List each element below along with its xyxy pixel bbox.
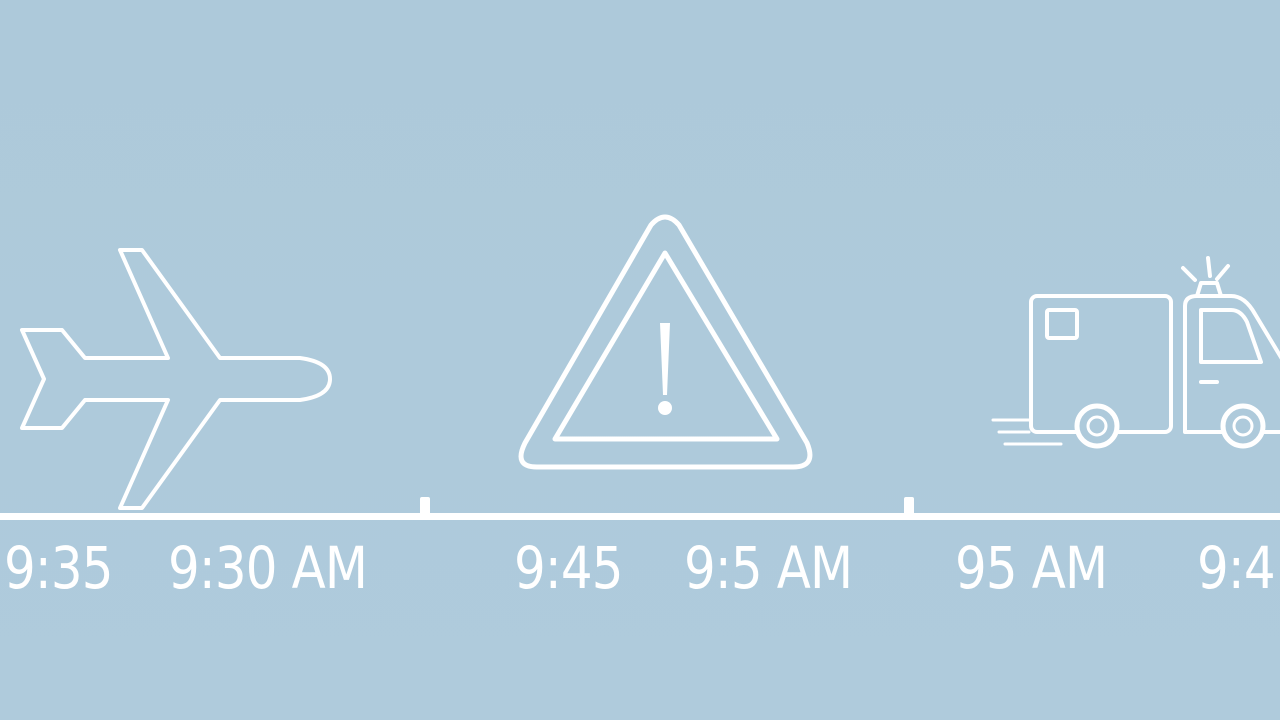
time-label: 9:45 (514, 534, 623, 602)
time-label: 9:35 (4, 534, 113, 602)
time-label: 95 AM (955, 534, 1108, 602)
timeline-tick (420, 497, 430, 517)
time-label: 9:5 AM (684, 534, 853, 602)
airplane-icon (20, 248, 332, 510)
time-label: 9:4 (1197, 534, 1276, 602)
time-label: 9:30 AM (168, 534, 368, 602)
timeline-tick (904, 497, 914, 517)
timeline-axis (0, 513, 1280, 520)
warning-icon (518, 214, 813, 470)
ambulance-icon (991, 256, 1280, 449)
